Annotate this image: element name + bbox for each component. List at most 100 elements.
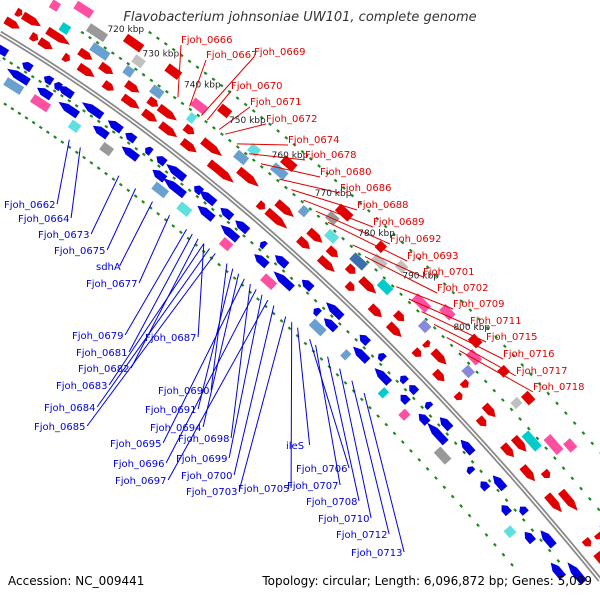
tick-dot [220,132,224,137]
leader-line-left [108,243,205,386]
tick-dot [273,261,278,266]
gene-label-left: Fjoh_0695 [110,439,161,450]
minus-strand-gene-arrow [424,401,434,410]
leader-line-right [364,256,438,294]
minus-strand-gene-arrow [0,44,10,57]
leader-line-right [315,210,391,245]
minus-strand-gene-arrow [519,506,529,516]
minus-strand-gene-arrow [326,302,345,321]
tick-dot [409,448,413,453]
tick-dot [203,201,208,205]
tick-dot [126,141,131,145]
tick-dot [267,122,272,127]
tick-dot [88,35,92,40]
annotation-feature-block [308,318,327,337]
gene-label-right: Fjoh_0666 [181,35,232,46]
minus-strand-gene-arrow [359,334,371,346]
tick-dot [251,158,256,163]
minus-strand-gene-arrow [400,394,411,405]
gene-label-left: Fjoh_0705 [238,484,289,495]
tick-dot [308,207,313,211]
plus-strand-gene-arrow [236,166,259,187]
minus-strand-gene-arrow [501,505,512,517]
tick-dot [445,432,450,436]
leader-line-left [202,273,240,428]
annotation-feature-block [48,0,62,12]
leader-line-right [177,44,182,98]
right-gene-labels: Fjoh_0666Fjoh_0667Fjoh_0669Fjoh_0670Fjoh… [181,35,584,393]
leader-line-right [248,153,306,161]
tick-dot [163,42,168,46]
tick-dot [38,125,43,130]
tick-dot [104,171,108,176]
gene-label-left: Fjoh_0679 [72,331,123,342]
plus-strand-gene-arrow [120,93,140,109]
minus-strand-gene-arrow [427,422,449,446]
leader-line-left [167,299,269,481]
annotation-feature-block [467,333,483,349]
gene-label-right: Fjoh_0717 [516,366,567,377]
tick-dot [53,135,58,139]
gene-label-left: Fjoh_0710 [318,514,369,525]
tick-dot [103,46,108,50]
annotation-feature-block [510,396,523,410]
tick-dot [425,466,430,471]
tick-dot [382,276,387,280]
tick-dot [259,165,264,169]
annotation-feature-block [497,364,510,378]
annotation-feature-block [99,141,115,157]
tick-dot [96,119,101,124]
gene-label-right: Fjoh_0672 [266,114,317,125]
tick-dot [313,298,318,303]
gene-label-left: Fjoh_0707 [287,481,338,492]
tick-dot [408,248,413,253]
plus-strand-gene-arrow [430,348,447,365]
tick-dot [324,221,329,226]
tick-dot [436,423,441,427]
gene-label-left: Fjoh_0662 [4,200,55,211]
gene-label-left: Fjoh_0682 [78,364,129,375]
leader-line-left [56,139,70,205]
left-gene-labels: Fjoh_0662Fjoh_0664Fjoh_0673Fjoh_0675sdhA… [4,200,402,559]
tick-dot [411,396,416,401]
tick-dot [180,101,185,106]
minus-strand-gene-arrow [58,101,80,119]
tick-dot [300,199,305,204]
gene-label-right: Fjoh_0689 [373,217,424,228]
gene-label-left: Fjoh_0698 [178,434,229,445]
position-tick-label: 800 kbp [453,323,490,333]
gene-label-right: Fjoh_0670 [231,81,282,92]
tick-dot [484,532,489,537]
tick-dot [451,290,456,295]
tick-dot [572,421,577,426]
tick-dot [333,178,338,183]
plus-strand-gene-arrow [459,378,469,388]
annotation-feature-block [370,253,388,271]
tick-dot [292,142,297,147]
tick-dot [332,229,337,234]
tick-dot [281,269,286,273]
plus-strand-gene-arrow [141,108,157,122]
tick-dot [458,352,462,357]
tick-dot [67,145,72,150]
tick-dot [370,354,375,358]
tick-dot [442,485,447,490]
gene-label-right: Fjoh_0693 [407,251,458,262]
annotation-feature-block [176,201,193,217]
gene-label-left: Fjoh_0681 [76,348,127,359]
minus-strand-gene-arrow [567,562,587,585]
tick-dot [420,405,425,410]
tick-dot [368,405,372,410]
tick-dot [249,240,254,245]
annotation-feature-block [151,181,170,199]
position-tick-label: 790 kbp [402,271,439,281]
tick-dot [2,56,6,61]
tick-dot [45,84,50,88]
leader-line-left [138,214,170,284]
tick-dot [319,357,324,361]
tick-dot [271,311,276,316]
tick-dot [509,407,514,412]
tick-dot [483,379,488,384]
